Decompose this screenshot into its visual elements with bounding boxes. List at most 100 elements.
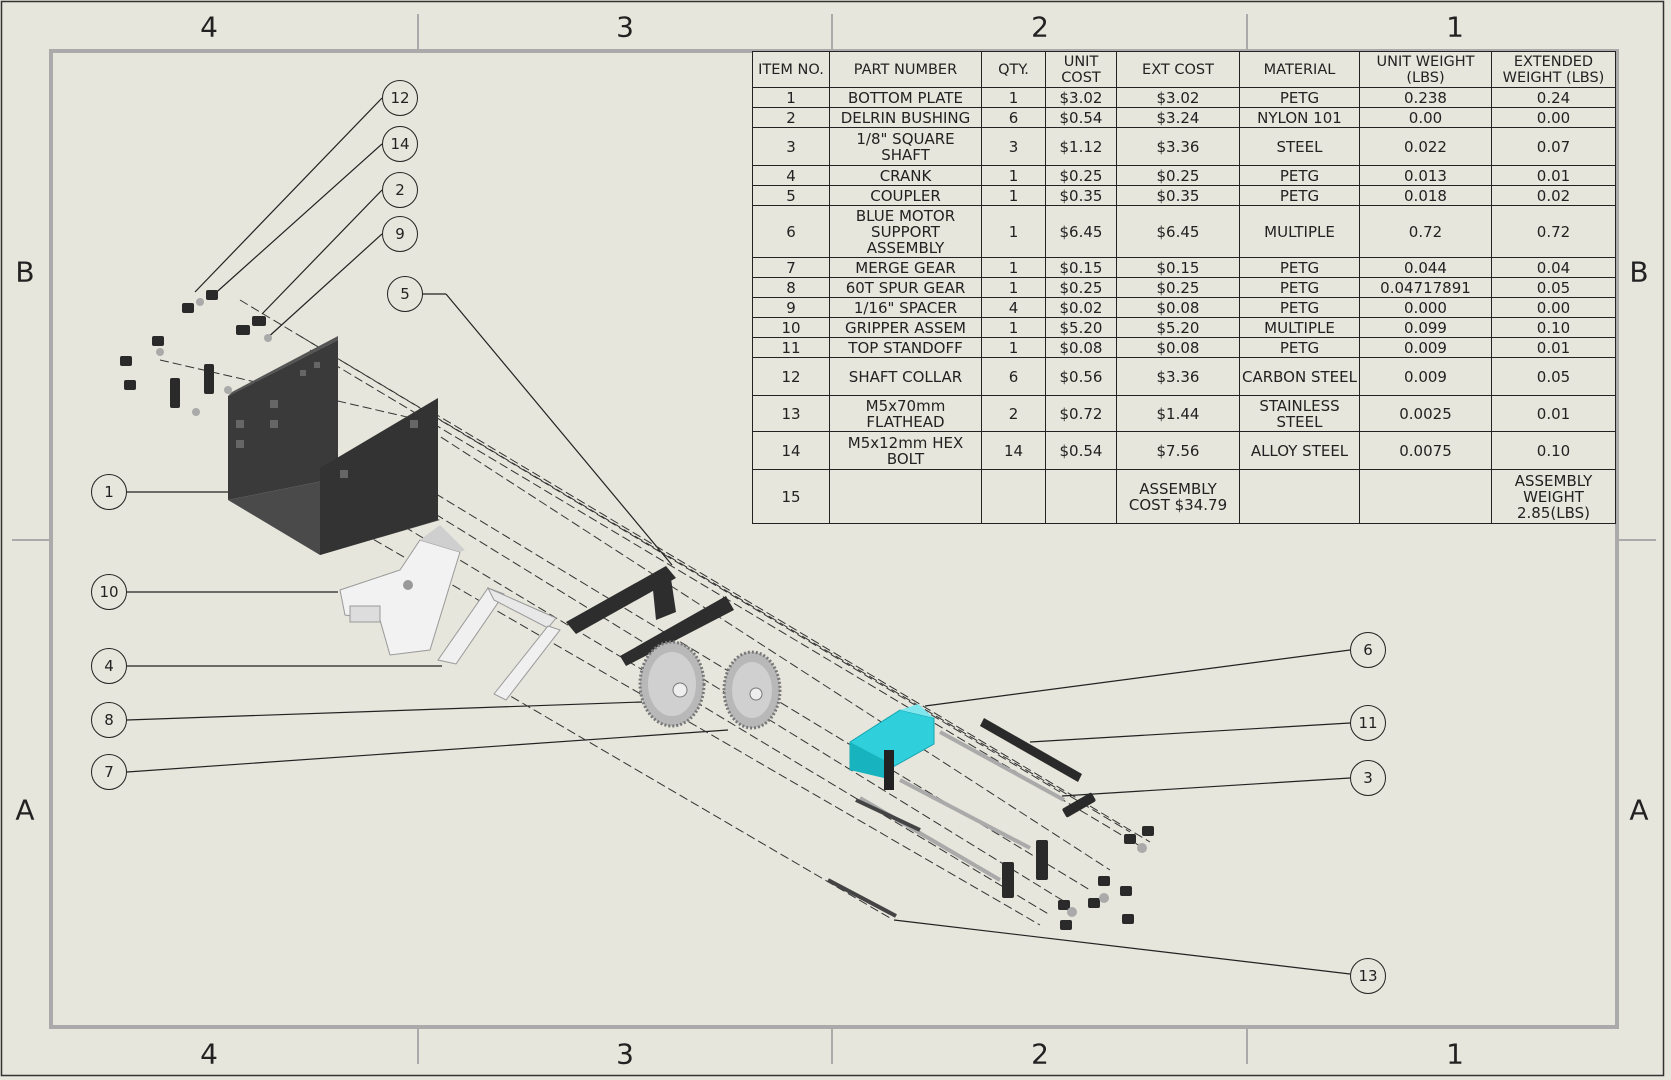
zone-label-bottom-3: 3: [616, 1037, 634, 1071]
bom-cell: 0.05: [1491, 277, 1616, 298]
merge-gear: [722, 650, 782, 730]
bom-cell: $3.02: [1045, 87, 1117, 108]
zone-label-left-a: A: [15, 793, 35, 827]
bom-cell: 0.00: [1491, 107, 1616, 128]
bom-cell: 3: [752, 127, 830, 166]
bom-cell: 0.10: [1491, 431, 1616, 470]
bom-cell: PETG: [1239, 165, 1360, 186]
bom-cell: $3.02: [1116, 87, 1240, 108]
bom-cell: [1239, 469, 1360, 524]
bom-cell: 0.02: [1491, 185, 1616, 206]
bom-cell: 12: [752, 357, 830, 396]
bom-cell: 1/16" SPACER: [829, 297, 982, 318]
bom-cell: $0.08: [1045, 337, 1117, 358]
bom-cell: 11: [752, 337, 830, 358]
hardware-cluster-bottom: [1002, 792, 1154, 930]
bom-cell: 0.01: [1491, 337, 1616, 358]
balloon-5: 5: [387, 276, 423, 312]
bom-cell: PETG: [1239, 297, 1360, 318]
bom-cell: $1.44: [1116, 395, 1240, 432]
bom-cell: COUPLER: [829, 185, 982, 206]
bom-cell: MULTIPLE: [1239, 205, 1360, 258]
bom-cell: PETG: [1239, 185, 1360, 206]
bom-cell: 1: [981, 337, 1046, 358]
bom-cell: 0.05: [1491, 357, 1616, 396]
bom-cell: ASSEMBLY WEIGHT 2.85(LBS): [1491, 469, 1616, 524]
bom-cell: 0.72: [1359, 205, 1492, 258]
bom-cell: $6.45: [1045, 205, 1117, 258]
zone-label-right-a: A: [1629, 793, 1649, 827]
bom-cell: 1: [981, 165, 1046, 186]
bom-cell: $5.20: [1045, 317, 1117, 338]
balloon-11: 11: [1350, 705, 1386, 741]
bom-cell: M5x12mm HEX BOLT: [829, 431, 982, 470]
zone-label-left-b: B: [15, 255, 35, 289]
bom-header-part-number: PART NUMBER: [829, 51, 982, 88]
bom-cell: 0.009: [1359, 357, 1492, 396]
bom-cell: 6: [981, 357, 1046, 396]
balloon-9: 9: [382, 216, 418, 252]
bom-cell: PETG: [1239, 337, 1360, 358]
balloon-6: 6: [1350, 632, 1386, 668]
bom-header-unit-weight: UNIT WEIGHT (LBS): [1359, 51, 1492, 88]
bom-cell: 1: [752, 87, 830, 108]
bom-cell: TOP STANDOFF: [829, 337, 982, 358]
hardware-cluster-top: [120, 290, 272, 416]
bom-header-material: MATERIAL: [1239, 51, 1360, 88]
bom-cell: 7: [752, 257, 830, 278]
bom-cell: $0.08: [1116, 297, 1240, 318]
bill-of-materials-table: ITEM NO. PART NUMBER QTY. UNIT COST EXT …: [752, 51, 1616, 524]
bom-cell: [1359, 469, 1492, 524]
bom-cell: MULTIPLE: [1239, 317, 1360, 338]
bom-cell: 0.099: [1359, 317, 1492, 338]
bom-cell: 0.00: [1491, 297, 1616, 318]
balloon-3: 3: [1350, 760, 1386, 796]
bom-cell: 1: [981, 257, 1046, 278]
bom-cell: [1045, 469, 1117, 524]
bom-cell: 0.07: [1491, 127, 1616, 166]
bom-cell: $0.54: [1045, 107, 1117, 128]
zone-label-bottom-1: 1: [1446, 1037, 1464, 1071]
bom-cell: 0.04717891: [1359, 277, 1492, 298]
bom-cell: $3.24: [1116, 107, 1240, 128]
bom-header-extended-weight: EXTENDED WEIGHT (LBS): [1491, 51, 1616, 88]
bom-cell: $0.25: [1116, 277, 1240, 298]
bom-cell: 0.72: [1491, 205, 1616, 258]
bom-cell: 0.10: [1491, 317, 1616, 338]
bom-cell: 1: [981, 277, 1046, 298]
bom-cell: 0.00: [1359, 107, 1492, 128]
bom-cell: 0.022: [1359, 127, 1492, 166]
bom-cell: 0.01: [1491, 165, 1616, 186]
bom-cell: ASSEMBLY COST $34.79: [1116, 469, 1240, 524]
bom-cell: [981, 469, 1046, 524]
bom-cell: CRANK: [829, 165, 982, 186]
zone-label-top-1: 1: [1446, 10, 1464, 44]
bom-cell: $0.35: [1116, 185, 1240, 206]
balloon-14: 14: [382, 126, 418, 162]
bom-cell: $1.12: [1045, 127, 1117, 166]
bom-cell: M5x70mm FLATHEAD: [829, 395, 982, 432]
bom-cell: $7.56: [1116, 431, 1240, 470]
balloon-4: 4: [91, 648, 127, 684]
zone-label-right-b: B: [1629, 255, 1649, 289]
spur-gear: [638, 640, 706, 728]
balloon-8: 8: [91, 702, 127, 738]
bom-cell: BOTTOM PLATE: [829, 87, 982, 108]
bom-cell: $0.15: [1116, 257, 1240, 278]
zone-label-top-3: 3: [616, 10, 634, 44]
zone-label-top-2: 2: [1031, 10, 1049, 44]
bom-cell: 1: [981, 87, 1046, 108]
bom-cell: 4: [981, 297, 1046, 318]
bom-cell: STAINLESS STEEL: [1239, 395, 1360, 432]
bom-cell: 4: [752, 165, 830, 186]
bom-cell: $0.54: [1045, 431, 1117, 470]
